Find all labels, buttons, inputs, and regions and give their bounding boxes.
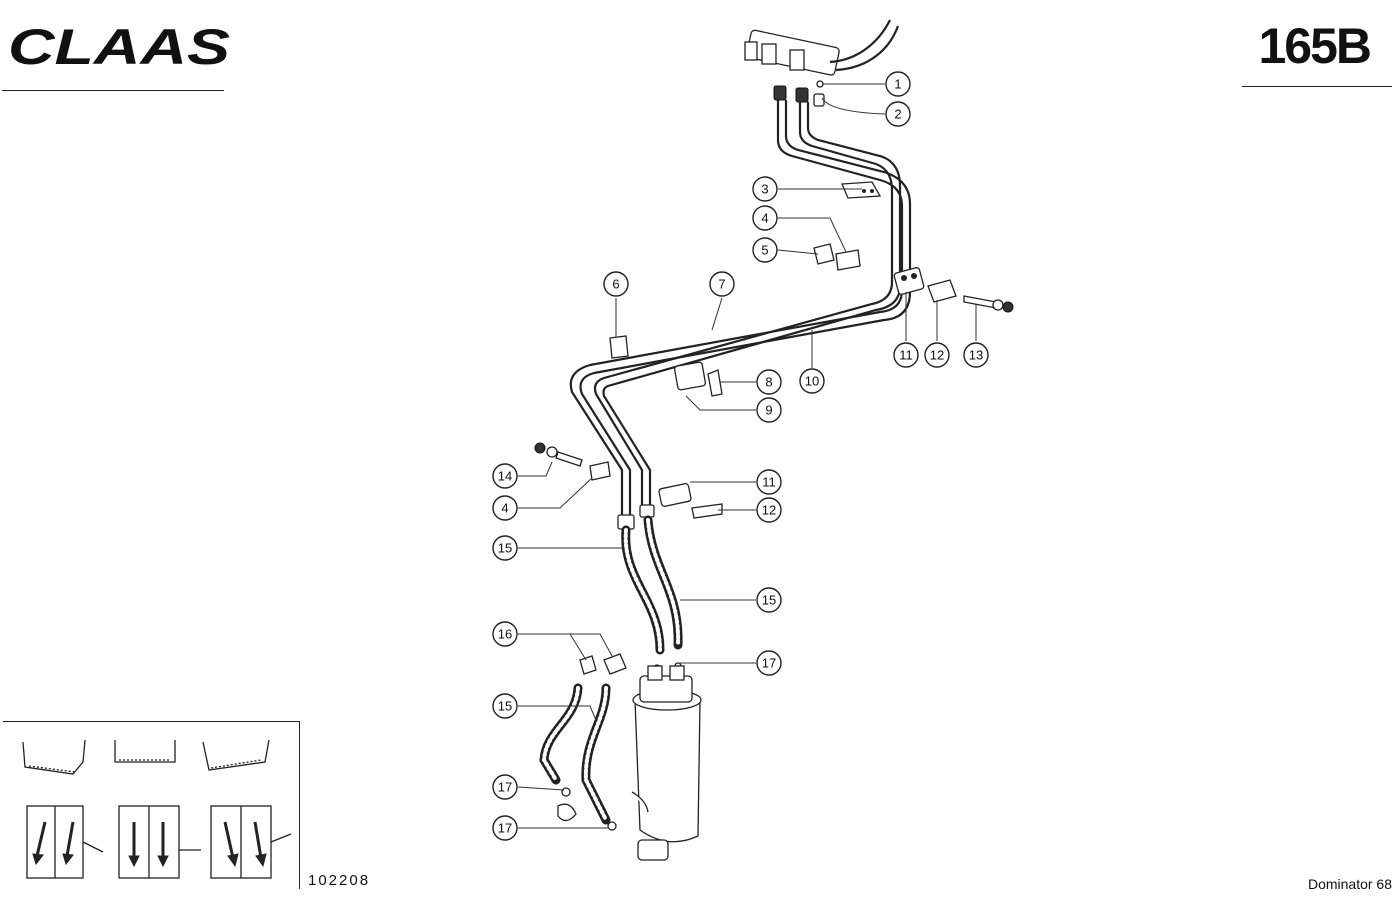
callout-13: 13 [963, 342, 989, 368]
bolt-13 [963, 295, 997, 309]
clamp-half-5 [813, 243, 835, 265]
callout-label: 15 [762, 593, 776, 608]
callout-label: 10 [805, 374, 819, 389]
callout-15-b: 15 [756, 587, 782, 613]
rigid-pipe-10 [593, 102, 902, 505]
callout-label: 12 [762, 503, 776, 518]
callout-11-upper: 11 [893, 342, 919, 368]
variant-legend-figures [22, 739, 292, 879]
leader-lines [517, 83, 977, 829]
callout-label: 11 [762, 475, 776, 490]
callout-label: 14 [498, 469, 512, 484]
claas-logo: CLAAS [8, 22, 230, 70]
top-fitting-block [744, 19, 900, 76]
callout-17-b: 17 [492, 774, 518, 800]
drawing-number: 102208 [308, 872, 371, 889]
callout-4-upper: 4 [752, 205, 778, 231]
callout-label: 11 [899, 348, 913, 363]
callout-label: 1 [894, 77, 901, 92]
clamp-plate-4-lower [589, 461, 611, 481]
callout-17-c: 17 [492, 815, 518, 841]
callout-6: 6 [603, 271, 629, 297]
callout-16: 16 [492, 621, 518, 647]
callout-1: 1 [885, 71, 911, 97]
elbow-fitting-16a [579, 655, 597, 675]
callout-label: 4 [761, 211, 768, 226]
callout-label: 15 [498, 699, 512, 714]
callout-label: 17 [762, 656, 776, 671]
callout-label: 7 [718, 277, 725, 292]
hose-15-lower [539, 683, 611, 825]
callout-2: 2 [885, 101, 911, 127]
clamp-block-11 [893, 267, 925, 295]
clamp-plate-12-lower [691, 503, 723, 519]
callout-label: 2 [894, 107, 901, 122]
callout-15-c: 15 [492, 693, 518, 719]
callout-label: 6 [612, 277, 619, 292]
header-rule-left [2, 90, 224, 91]
filter-housing [631, 665, 702, 861]
callout-label: 17 [498, 821, 512, 836]
callout-7: 7 [709, 271, 735, 297]
clamp-plate-8 [707, 369, 723, 397]
callout-label: 12 [930, 348, 944, 363]
callout-15-a: 15 [492, 535, 518, 561]
brand-logo-text: CLAAS [8, 22, 230, 70]
callout-17-a: 17 [756, 650, 782, 676]
model-name: Dominator 68 [1307, 876, 1392, 892]
callout-10: 10 [799, 368, 825, 394]
clamp-plate-4 [835, 249, 861, 271]
callout-label: 5 [761, 243, 768, 258]
pipe-nut-right [795, 87, 809, 103]
callout-14: 14 [492, 463, 518, 489]
callout-label: 3 [761, 182, 768, 197]
header-profile-3 [202, 739, 270, 771]
elbow-fitting-16b [603, 653, 627, 675]
clamp-plate-12 [927, 279, 957, 303]
clamp-block-11-lower [658, 482, 692, 508]
callout-12-upper: 12 [924, 342, 950, 368]
callout-11-lower: 11 [756, 469, 782, 495]
callout-label: 9 [765, 403, 772, 418]
callout-9: 9 [756, 397, 782, 423]
callout-3: 3 [752, 176, 778, 202]
callout-label: 13 [969, 348, 983, 363]
page-number: 165B [1258, 18, 1372, 74]
hose-15-pair [621, 515, 683, 655]
nut-14 [534, 442, 546, 454]
callout-label: 16 [498, 627, 512, 642]
callout-4-lower: 4 [492, 495, 518, 521]
header-profile-2 [114, 740, 176, 763]
clamp-block-9 [673, 361, 707, 391]
header-rule-right [1242, 86, 1392, 87]
callout-5: 5 [752, 237, 778, 263]
union-fitting-part [813, 93, 825, 107]
variant-legend-box [3, 721, 300, 889]
callout-12-lower: 12 [756, 497, 782, 523]
callout-label: 17 [498, 780, 512, 795]
bracket-6 [609, 335, 629, 359]
pipe-nut-left [773, 85, 787, 101]
clamp-plate-3 [841, 181, 882, 199]
callout-8: 8 [756, 369, 782, 395]
header-profile-1 [22, 739, 86, 775]
callout-label: 15 [498, 541, 512, 556]
callout-label: 4 [501, 501, 508, 516]
callout-label: 8 [765, 375, 772, 390]
